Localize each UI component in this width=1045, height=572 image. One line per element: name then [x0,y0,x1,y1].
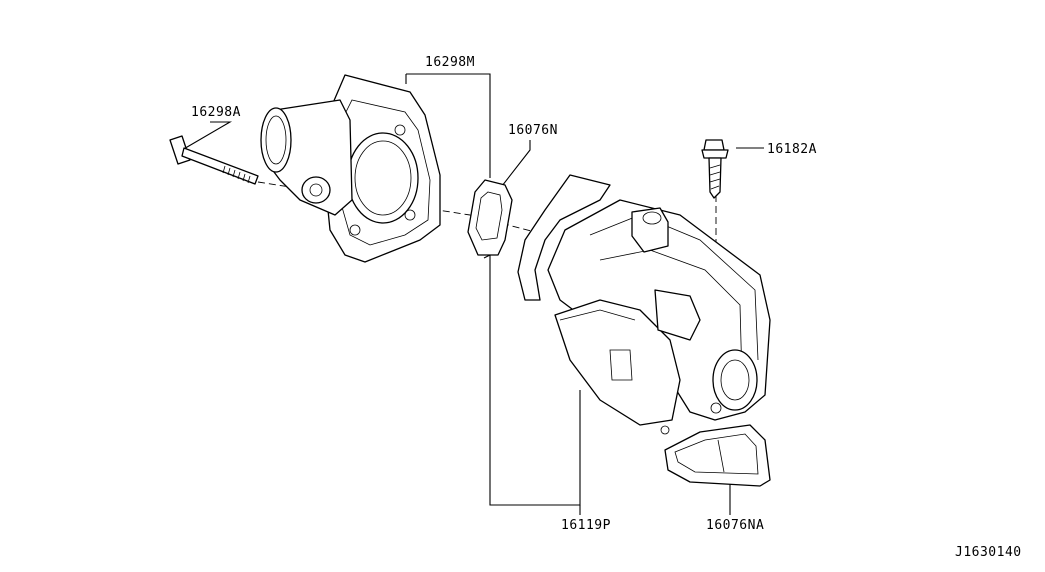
throttle-chamber-16298M [260,74,441,263]
label-16298A: 16298A [191,105,241,120]
bolt-16182A-head [703,139,725,151]
assembly-bolt-hole [710,402,722,414]
gasket-16076NA [664,424,771,487]
flange-hole-1 [394,124,406,136]
assembly-outlet-inner [720,359,750,401]
gasket-16076N [467,179,513,256]
leader-16298M [406,73,491,178]
gasket-inner [475,191,503,241]
leader-lines [181,73,764,515]
gasket-outer [467,179,513,256]
bolt-thread [222,165,251,184]
label-16182A: 16182A [767,142,817,157]
leader-16119P [489,255,581,506]
actuator-cover [554,299,681,426]
chamber-bore [347,132,419,224]
bolt-16182A-shank [708,157,722,199]
gasket-NA-inner [674,433,759,475]
assembly-housing-edge [589,214,759,361]
sensor-connector [631,207,669,253]
chamber-bore-inner [354,140,412,216]
side-connector [654,289,701,341]
label-16298M: 16298M [425,55,475,70]
bolt-16182A-flange [701,149,729,159]
actuator-label [609,349,633,381]
actuator-cover-edge [559,309,636,321]
leader-16298A [181,121,233,151]
bolt-16182A-thread [709,164,721,190]
throttle-body-16119P [517,174,771,435]
assembly-bracket [517,174,611,301]
long-bolt-16298A [169,135,259,185]
assembly-housing-rib [599,249,743,381]
flange-hole-2 [349,224,361,236]
label-16119P: 16119P [561,518,611,533]
chamber-boss-hole [309,183,323,197]
gasket-NA-outer [664,424,771,487]
gasket-NA-divider [717,439,725,473]
leader-16076N [501,140,531,187]
label-16076N: 16076N [508,123,558,138]
chamber-boss [301,176,331,204]
label-16076NA: 16076NA [706,518,764,533]
assembly-outlet [712,349,758,411]
assembly-screw [660,425,670,435]
bolt-16182A [701,139,729,199]
chamber-inlet-inner [265,115,287,165]
bolt-shank [181,147,259,185]
sensor-connector-top [642,211,662,225]
chamber-inlet [260,107,292,173]
flange-hole-3 [404,209,416,221]
diagram-id: J1630140 [955,545,1022,560]
